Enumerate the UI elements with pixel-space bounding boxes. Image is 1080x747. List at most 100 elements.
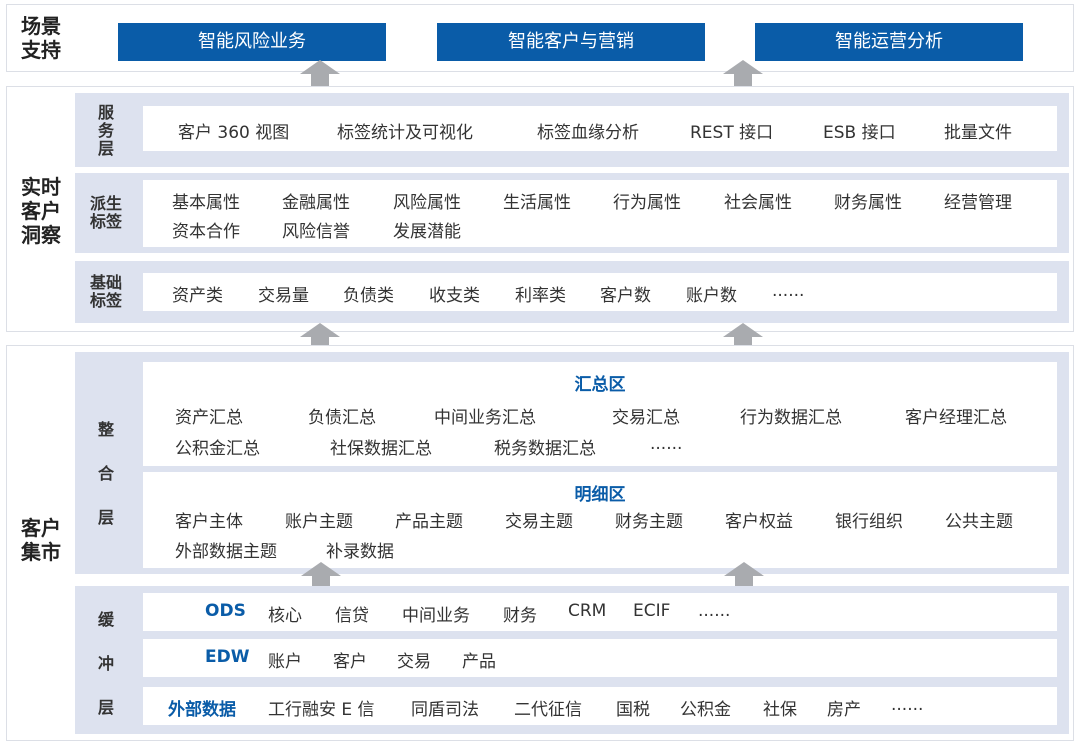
scene-marketing-button[interactable]: 智能客户与营销 [437,23,705,61]
external-data-row: 外部数据 工行融安 E 信 同盾司法 二代征信 国税 公积金 社保 房产 ...… [143,687,1057,725]
external-data-item: 国税 [616,700,650,720]
derived-tag: 行为属性 [613,193,681,213]
derived-tags-label: 派生 标签 [89,194,122,231]
ods-item: 信贷 [335,606,369,626]
detail-item: 外部数据主题 [175,542,277,562]
detail-item: 银行组织 [835,512,903,532]
integration-layer-label: 整 合 层 [97,420,114,527]
service-item: 客户 360 视图 [178,123,290,143]
base-tag: 利率类 [515,286,566,306]
base-tag: 收支类 [429,286,480,306]
edw-item: 客户 [333,652,367,672]
buffer-layer-label: 缓 冲 层 [97,610,114,717]
external-data-item: 公积金 [680,700,731,720]
derived-tag: 风险信誉 [282,222,350,242]
derived-tag: 资本合作 [172,222,240,242]
derived-tag: 风险属性 [393,193,461,213]
summary-zone-title: 汇总区 [574,375,626,395]
derived-tags-content: 基本属性 金融属性 风险属性 生活属性 行为属性 社会属性 财务属性 经营管理 … [143,180,1057,247]
scene-risk-button[interactable]: 智能风险业务 [118,23,386,61]
derived-row-1: 基本属性 金融属性 风险属性 生活属性 行为属性 社会属性 财务属性 经营管理 [143,188,1057,213]
external-data-item: 社保 [763,700,797,720]
summary-row-2: 公积金汇总 社保数据汇总 税务数据汇总 ...... [143,434,1057,459]
detail-item: 账户主题 [285,512,353,532]
external-data-item: ...... [891,695,924,715]
service-layer-content: 客户 360 视图 标签统计及可视化 标签血缘分析 REST 接口 ESB 接口… [143,106,1057,151]
ods-item: CRM [568,601,607,621]
edw-items: EDW 账户 客户 交易 产品 [143,647,1057,672]
summary-zone: 汇总区 资产汇总 负债汇总 中间业务汇总 交易汇总 行为数据汇总 客户经理汇总 … [143,362,1057,466]
scene-title: 场景 支持 [21,14,61,62]
edw-item: 产品 [462,652,496,672]
ods-row: ODS 核心 信贷 中间业务 财务 CRM ECIF ...... [143,593,1057,631]
external-data-item: 同盾司法 [411,700,479,720]
ods-label: ODS [205,601,246,621]
derived-row-2: 资本合作 风险信誉 发展潜能 [143,217,1057,242]
detail-item: 客户主体 [175,512,243,532]
ods-item: 核心 [268,606,302,626]
external-data-item: 二代征信 [514,700,582,720]
base-tag: 客户数 [600,286,651,306]
service-item: 批量文件 [944,123,1012,143]
derived-tag: 金融属性 [282,193,350,213]
detail-row-2: 外部数据主题 补录数据 [143,537,1057,562]
buffer-layer: 缓 冲 层 ODS 核心 信贷 中间业务 财务 CRM ECIF ...... … [75,586,1069,734]
base-tag: 账户数 [686,286,737,306]
ods-item: ...... [698,601,731,621]
derived-tag: 基本属性 [172,193,240,213]
insight-title: 实时 客户 洞察 [21,175,61,247]
base-tags-layer: 基础 标签 资产类 交易量 负债类 收支类 利率类 客户数 账户数 ...... [75,261,1069,323]
derived-tag: 生活属性 [503,193,571,213]
base-tag: 交易量 [258,286,309,306]
detail-row-1: 客户主体 账户主题 产品主题 交易主题 财务主题 客户权益 银行组织 公共主题 [143,507,1057,532]
up-arrow-icon [301,562,341,592]
summary-item: ...... [650,434,683,454]
base-tags-row: 资产类 交易量 负债类 收支类 利率类 客户数 账户数 ...... [143,281,1057,306]
detail-item: 交易主题 [505,512,573,532]
service-layer-label: 服 务 层 [97,103,114,158]
service-items: 客户 360 视图 标签统计及可视化 标签血缘分析 REST 接口 ESB 接口… [143,118,1057,143]
summary-item: 交易汇总 [612,408,680,428]
scene-operation-button[interactable]: 智能运营分析 [755,23,1023,61]
edw-label: EDW [205,647,250,667]
base-tag: 资产类 [172,286,223,306]
ods-item: ECIF [633,601,671,621]
base-tags-content: 资产类 交易量 负债类 收支类 利率类 客户数 账户数 ...... [143,273,1057,311]
ods-item: 中间业务 [402,606,470,626]
base-tags-label: 基础 标签 [89,273,122,310]
insight-section: 实时 客户 洞察 服 务 层 客户 360 视图 标签统计及可视化 标签血缘分析… [6,86,1074,332]
detail-item: 公共主题 [945,512,1013,532]
edw-item: 交易 [397,652,431,672]
detail-zone: 明细区 客户主体 账户主题 产品主题 交易主题 财务主题 客户权益 银行组织 公… [143,472,1057,568]
base-tag: 负债类 [343,286,394,306]
up-arrow-icon [724,562,764,592]
external-data-items: 外部数据 工行融安 E 信 同盾司法 二代征信 国税 公积金 社保 房产 ...… [143,695,1057,720]
service-item: 标签统计及可视化 [337,123,473,143]
derived-tags-layer: 派生 标签 基本属性 金融属性 风险属性 生活属性 行为属性 社会属性 财务属性… [75,173,1069,253]
summary-item: 税务数据汇总 [494,439,596,459]
summary-row-1: 资产汇总 负债汇总 中间业务汇总 交易汇总 行为数据汇总 客户经理汇总 [143,403,1057,428]
detail-item: 客户权益 [725,512,793,532]
summary-item: 资产汇总 [175,408,243,428]
edw-row: EDW 账户 客户 交易 产品 [143,639,1057,677]
derived-tag: 财务属性 [834,193,902,213]
base-tag: ...... [772,281,805,301]
service-layer: 服 务 层 客户 360 视图 标签统计及可视化 标签血缘分析 REST 接口 … [75,93,1069,167]
up-arrow-icon [300,323,340,353]
summary-item: 中间业务汇总 [434,408,536,428]
derived-tag: 社会属性 [724,193,792,213]
summary-item: 行为数据汇总 [740,408,842,428]
derived-tag: 发展潜能 [393,222,461,242]
ods-item: 财务 [503,606,537,626]
detail-item: 财务主题 [615,512,683,532]
service-item: ESB 接口 [823,123,896,143]
mart-section: 客户 集市 整 合 层 汇总区 资产汇总 负债汇总 中间业务汇总 交易汇总 行为… [6,345,1074,741]
detail-item: 补录数据 [326,542,394,562]
detail-zone-title: 明细区 [574,485,626,505]
service-item: 标签血缘分析 [537,123,639,143]
up-arrow-icon [300,60,340,90]
integration-layer: 整 合 层 汇总区 资产汇总 负债汇总 中间业务汇总 交易汇总 行为数据汇总 客… [75,352,1069,574]
scene-section: 场景 支持 智能风险业务 智能客户与营销 智能运营分析 [6,4,1074,72]
edw-item: 账户 [268,652,302,672]
summary-item: 客户经理汇总 [905,408,1007,428]
